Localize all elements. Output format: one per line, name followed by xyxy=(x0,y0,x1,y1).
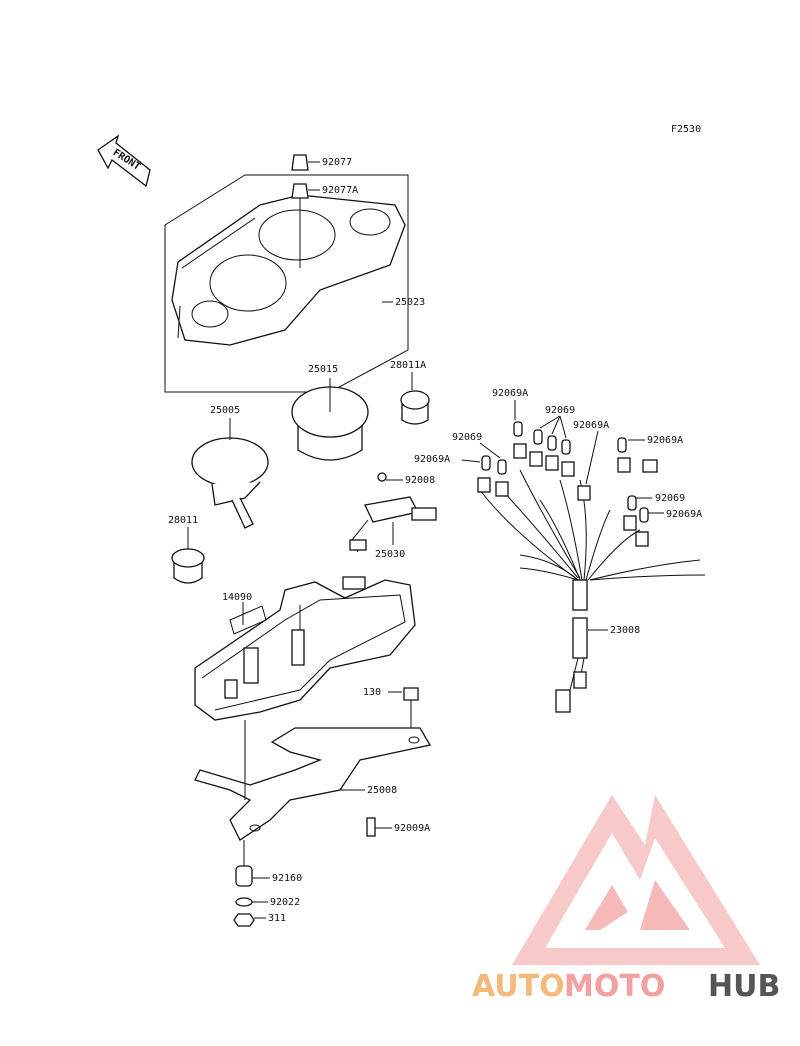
watermark-part3: HUB xyxy=(708,969,780,1004)
label-92069a-5: 92069A xyxy=(666,509,702,520)
label-92069a-2: 92069A xyxy=(573,420,609,431)
lamp-socket-28011-part xyxy=(171,527,205,584)
wiring-harness-part xyxy=(479,469,706,713)
label-25005: 25005 xyxy=(210,405,240,416)
label-92069-1: 92069 xyxy=(545,405,575,416)
cover-assembly-box xyxy=(164,174,409,393)
screw-92077a-part xyxy=(291,183,320,268)
label-130: 130 xyxy=(363,687,381,698)
speedometer-part xyxy=(191,418,269,529)
label-92069-3: 92069 xyxy=(655,493,685,504)
label-25015: 25015 xyxy=(308,364,338,375)
figure-code: F2530 xyxy=(671,124,701,135)
label-25023: 25023 xyxy=(395,297,425,308)
label-92069a-4: 92069A xyxy=(414,454,450,465)
watermark-part2: MOTO xyxy=(564,969,665,1004)
screw-92009a-part xyxy=(366,817,392,837)
label-92160: 92160 xyxy=(272,873,302,884)
indicator-unit-25030-part xyxy=(349,496,437,553)
label-25030: 25030 xyxy=(375,549,405,560)
watermark-logo xyxy=(512,795,760,965)
front-arrow-icon: FRONT xyxy=(97,134,151,188)
label-28011: 28011 xyxy=(168,515,198,526)
label-23008: 23008 xyxy=(610,625,640,636)
grommet-92160-part xyxy=(235,840,270,887)
label-92069-2: 92069 xyxy=(452,432,482,443)
label-28011a: 28011A xyxy=(390,360,426,371)
meter-case-part xyxy=(194,576,416,721)
label-92077a: 92077A xyxy=(322,185,358,196)
label-14090: 14090 xyxy=(222,592,252,603)
watermark-text: AUTO MOTO HUB xyxy=(472,969,780,1004)
label-311: 311 xyxy=(268,913,286,924)
label-25008: 25008 xyxy=(367,785,397,796)
label-92069a-1: 92069A xyxy=(492,388,528,399)
label-92022: 92022 xyxy=(270,897,300,908)
label-92008: 92008 xyxy=(405,475,435,486)
bracket-25008-part xyxy=(194,720,432,841)
watermark-part1: AUTO xyxy=(472,969,565,1004)
meter-cover-part xyxy=(171,194,406,346)
bolt-130-part xyxy=(388,687,419,732)
bulbs-group xyxy=(477,421,658,547)
washer-92022-part xyxy=(235,897,268,907)
screw-92077-part xyxy=(291,154,320,171)
label-92009a: 92009A xyxy=(394,823,430,834)
label-92069a-3: 92069A xyxy=(647,435,683,446)
nut-311-part xyxy=(233,913,266,927)
tachometer-part xyxy=(291,378,369,461)
screw-92008-part xyxy=(377,472,403,482)
lamp-socket-28011a-part xyxy=(400,372,430,425)
label-92077: 92077 xyxy=(322,157,352,168)
